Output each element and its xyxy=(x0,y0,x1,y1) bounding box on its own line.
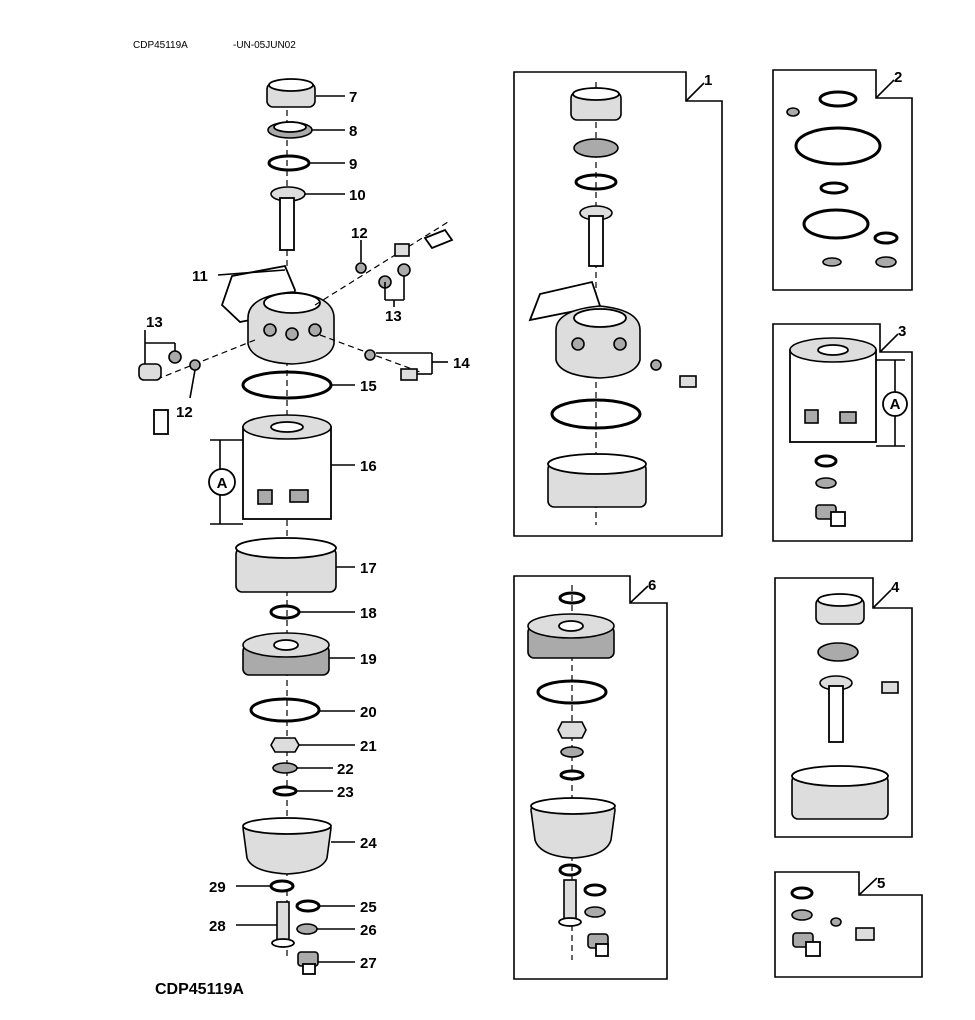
part-14-washer xyxy=(364,349,376,361)
panel-3-dimension-label: A xyxy=(890,396,901,413)
callout-8: 8 xyxy=(349,123,357,140)
panel-3: 3 A xyxy=(772,323,913,542)
panel-5-number: 5 xyxy=(877,875,885,892)
callout-16: 16 xyxy=(360,458,377,475)
callout-27: 27 xyxy=(360,955,377,972)
callout-12-top: 12 xyxy=(351,225,368,242)
panel-6-frame xyxy=(513,575,668,980)
main-assembly: A xyxy=(138,78,454,975)
part-13-fitting-b xyxy=(397,263,411,277)
panel-5-frame xyxy=(774,871,923,978)
panel-1: 1 xyxy=(513,71,723,537)
dimension-a-label: A xyxy=(217,475,228,492)
panel-4-frame xyxy=(774,577,913,838)
panel-2-frame xyxy=(772,69,913,291)
callout-26: 26 xyxy=(360,922,377,939)
panel-2-number: 2 xyxy=(894,69,902,86)
header-stamp: -UN-05JUN02 xyxy=(233,40,296,51)
panel-4: 4 xyxy=(774,577,913,838)
dimension-a-marker xyxy=(208,468,236,496)
callout-20: 20 xyxy=(360,704,377,721)
panel-6-number: 6 xyxy=(648,577,656,594)
panel-4-number: 4 xyxy=(891,579,900,596)
panel-1-number: 1 xyxy=(704,72,712,89)
panel-3-number: 3 xyxy=(898,323,906,340)
part-plug-left xyxy=(153,409,169,435)
callout-13-left: 13 xyxy=(146,314,163,331)
callout-17: 17 xyxy=(360,560,377,577)
part-28-bolt xyxy=(276,901,290,943)
callout-13-right: 13 xyxy=(385,308,402,325)
part-14-bolt xyxy=(400,368,418,381)
callout-25: 25 xyxy=(360,899,377,916)
callout-14: 14 xyxy=(453,355,470,372)
part-12-washer-right xyxy=(355,262,367,274)
callout-7: 7 xyxy=(349,89,357,106)
callout-19: 19 xyxy=(360,651,377,668)
callout-24: 24 xyxy=(360,835,377,852)
panel-6: 6 xyxy=(513,575,668,980)
part-25-o-ring xyxy=(295,899,321,913)
leader-lines xyxy=(144,95,448,963)
panel-3-frame xyxy=(772,323,913,542)
callout-15: 15 xyxy=(360,378,377,395)
callout-10: 10 xyxy=(349,187,366,204)
callout-28: 28 xyxy=(209,918,226,935)
callout-11: 11 xyxy=(192,268,208,285)
part-fitting-right xyxy=(394,243,410,257)
panel-2: 2 xyxy=(772,69,913,291)
callout-29: 29 xyxy=(209,879,226,896)
header-code: CDP45119A xyxy=(133,40,188,51)
part-13-fitting-left xyxy=(138,363,162,381)
part-23-washer xyxy=(272,785,298,797)
callout-9: 9 xyxy=(349,156,357,173)
footer-code: CDP45119A xyxy=(155,981,244,998)
part-20-seal xyxy=(249,697,321,723)
part-16-filter-element xyxy=(242,426,332,520)
callout-labels: 7 8 9 10 11 12 12 13 13 14 15 16 17 18 1… xyxy=(146,89,470,972)
panel-1-frame xyxy=(513,71,723,537)
part-9-o-ring xyxy=(267,154,311,172)
callout-23: 23 xyxy=(337,784,354,801)
part-29-washer xyxy=(269,879,295,893)
part-12-washer-left xyxy=(189,359,201,371)
callout-21: 21 xyxy=(360,738,377,755)
callout-12-left: 12 xyxy=(176,404,193,421)
part-21-nut xyxy=(270,737,300,753)
panel-5: 5 xyxy=(774,871,923,978)
part-18-o-ring xyxy=(269,604,301,620)
part-fitting-tip xyxy=(423,228,454,250)
part-26-washer xyxy=(296,923,318,935)
part-22-washer xyxy=(272,762,298,774)
callout-18: 18 xyxy=(360,605,377,622)
callout-22: 22 xyxy=(337,761,354,778)
